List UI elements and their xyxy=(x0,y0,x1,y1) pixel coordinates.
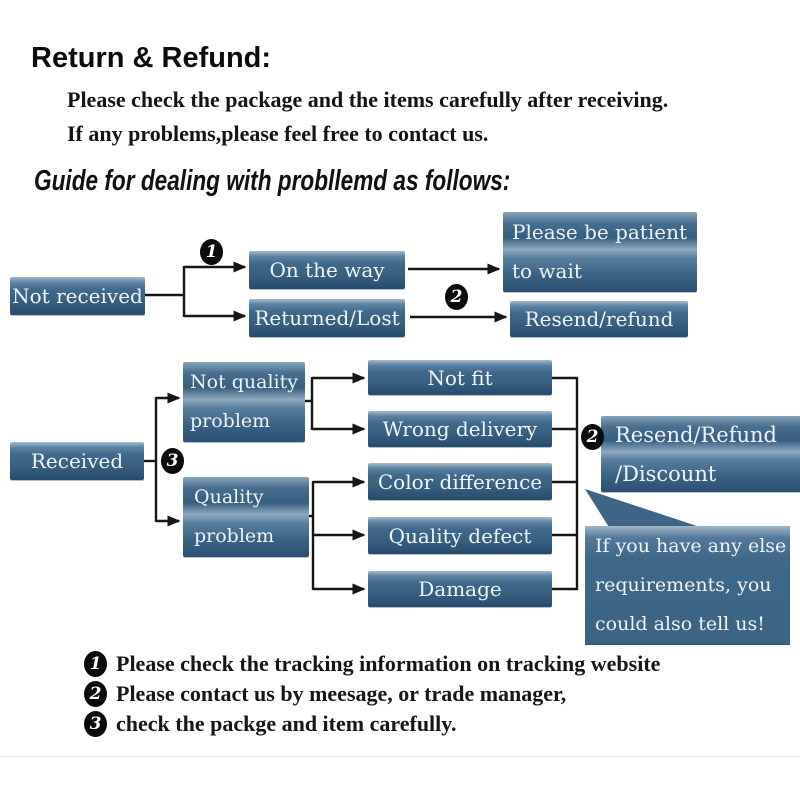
bubble-line-1: If you have any else xyxy=(595,535,787,557)
guide-heading: Guide for dealing with probllemd as foll… xyxy=(34,165,511,197)
intro-line-1: Please check the package and the items c… xyxy=(67,87,669,112)
flow-box-damage: Damage xyxy=(368,571,552,607)
bubble-tail xyxy=(585,489,706,532)
resend-discount-line-1: Resend/Refund xyxy=(615,423,777,447)
footnote-badge-2: 2 xyxy=(84,681,107,707)
flow-box-not-received: Not received xyxy=(10,277,145,315)
not-quality-line-2: problem xyxy=(190,410,271,432)
not-quality-line-1: Not quality xyxy=(190,371,298,393)
page-title: Return & Refund: xyxy=(31,42,272,74)
flow-box-resend-refund-discount: Resend/Refund /Discount xyxy=(601,416,800,492)
flow-box-be-patient: Please be patient to wait xyxy=(503,212,697,292)
footnote-row-2: 2 Please contact us by meesage, or trade… xyxy=(84,680,566,708)
resend-discount-line-2: /Discount xyxy=(615,462,717,486)
flow-badge-1: 1 xyxy=(200,239,223,265)
quality-line-1: Quality xyxy=(194,486,264,508)
flow-badge-2-right: 2 xyxy=(581,424,604,450)
bubble-line-3: could also tell us! xyxy=(595,613,765,635)
flow-box-quality-defect: Quality defect xyxy=(368,517,552,554)
be-patient-line-2: to wait xyxy=(512,259,582,283)
footnote-row-3: 3 check the packge and item carefully. xyxy=(84,710,457,738)
flow-box-not-quality-problem: Not quality problem xyxy=(183,362,305,442)
flow-box-resend-refund: Resend/refund xyxy=(510,301,688,337)
flow-box-not-fit: Not fit xyxy=(368,360,552,395)
footnote-badge-1: 1 xyxy=(84,651,107,677)
footnote-text-2: Please contact us by meesage, or trade m… xyxy=(116,681,567,706)
flow-box-color-difference: Color difference xyxy=(368,463,552,500)
flow-box-wrong-delivery: Wrong delivery xyxy=(368,411,552,447)
bottom-divider-line xyxy=(0,756,800,757)
footnote-row-1: 1 Please check the tracking information … xyxy=(84,650,660,678)
flow-box-quality-problem: Quality problem xyxy=(183,477,309,557)
speech-bubble: If you have any else requirements, you c… xyxy=(585,526,790,644)
quality-line-2: problem xyxy=(194,525,275,547)
flow-box-returned-lost: Returned/Lost xyxy=(249,299,405,337)
be-patient-line-1: Please be patient xyxy=(512,220,687,244)
footnote-badge-3: 3 xyxy=(84,711,107,737)
flow-badge-2: 2 xyxy=(445,284,468,310)
bubble-line-2: requirements, you xyxy=(595,574,772,596)
footnote-text-3: check the packge and item carefully. xyxy=(116,711,457,736)
flow-badge-3: 3 xyxy=(161,448,184,474)
intro-line-2: If any problems,please feel free to cont… xyxy=(67,121,489,146)
flow-box-received: Received xyxy=(10,442,144,480)
flow-box-on-the-way: On the way xyxy=(249,251,405,289)
footnote-text-1: Please check the tracking information on… xyxy=(116,651,661,676)
